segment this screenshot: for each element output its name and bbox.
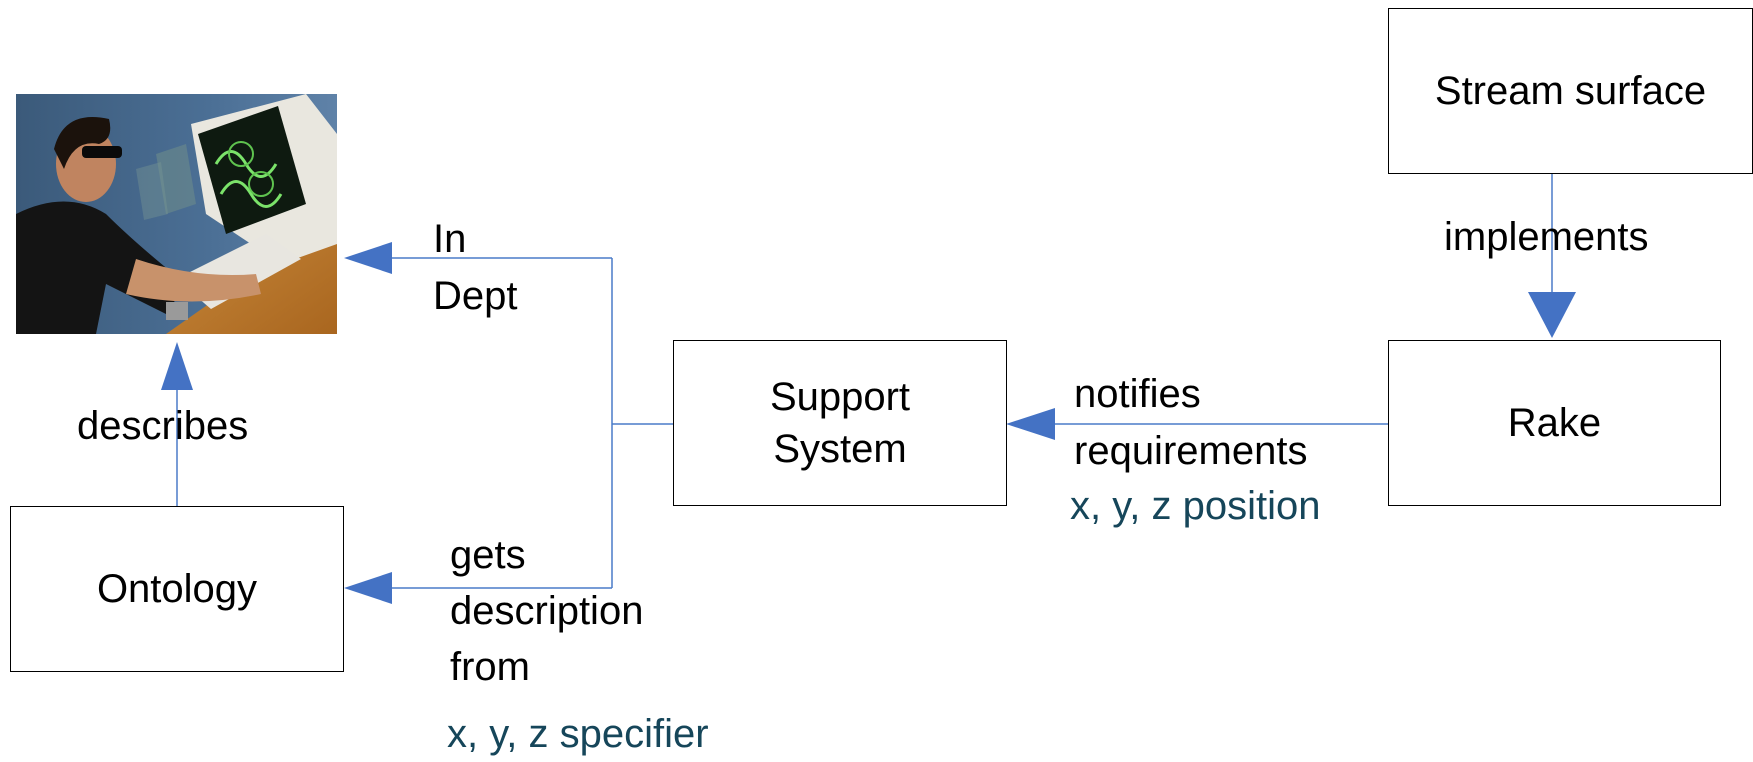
edge-notifies-arrowhead (1006, 408, 1055, 440)
edge-label-notifies: notifies (1074, 372, 1201, 416)
node-rake-label: Rake (1507, 401, 1602, 445)
edge-label-implements: implements (1444, 215, 1649, 259)
node-support-system[interactable]: Support System (673, 340, 1007, 506)
node-rake[interactable]: Rake (1388, 340, 1721, 506)
edge-label-dept: Dept (433, 274, 518, 318)
edge-gets-description-arrowhead (344, 572, 392, 604)
node-support-system-label-line2: System (773, 427, 907, 471)
annotation-xyz-position: x, y, z position (1070, 484, 1321, 528)
edge-label-requirements: requirements (1074, 429, 1308, 473)
node-support-system-label-line1: Support (769, 375, 911, 419)
edge-label-gets: gets (450, 533, 526, 577)
edge-describes-arrowhead (161, 342, 193, 390)
edge-implements-arrowhead (1528, 292, 1576, 338)
edge-label-from: from (450, 645, 530, 689)
edge-label-describes: describes (77, 404, 249, 448)
person-at-computer-icon (16, 94, 337, 334)
node-ontology-label: Ontology (96, 567, 258, 611)
edge-in-dept-arrowhead (344, 242, 392, 274)
node-ontology[interactable]: Ontology (10, 506, 344, 672)
node-stream-surface-label: Stream surface (1434, 69, 1707, 113)
edge-label-description: description (450, 589, 644, 633)
node-stream-surface[interactable]: Stream surface (1388, 8, 1753, 174)
edge-label-in: In (433, 217, 467, 261)
annotation-xyz-specifier: x, y, z specifier (447, 712, 709, 756)
user-photo (16, 94, 337, 334)
